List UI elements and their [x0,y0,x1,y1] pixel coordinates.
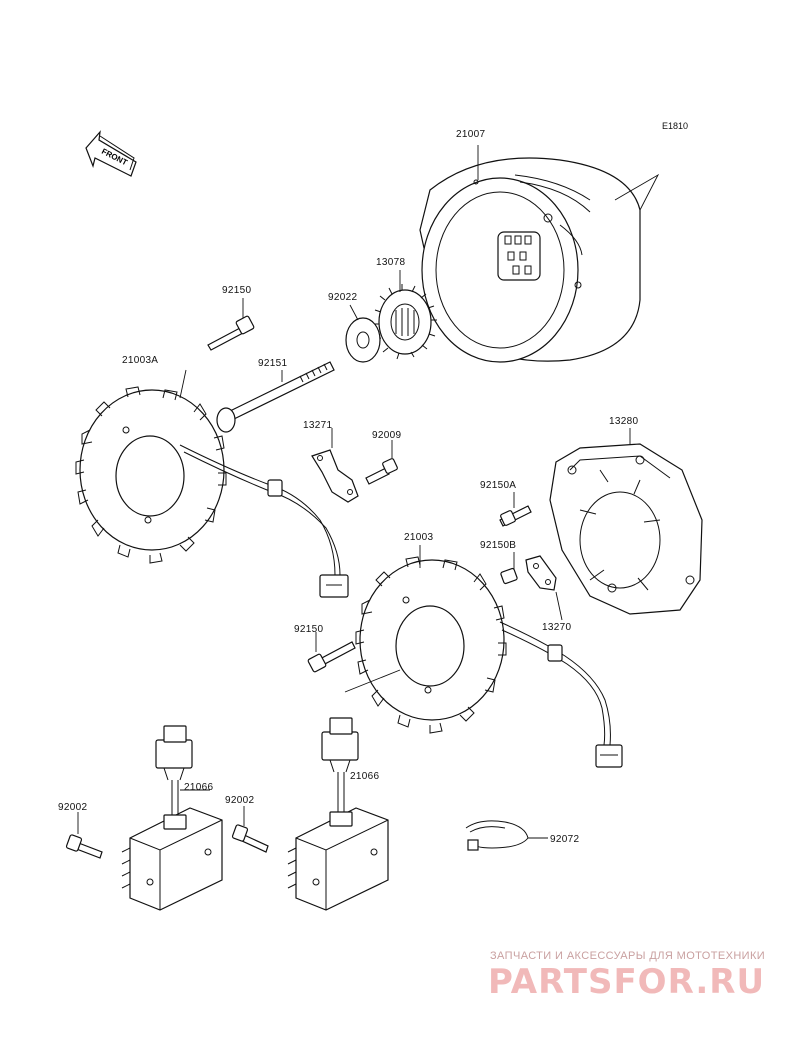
watermark-tagline: ЗАПЧАСТИ И АКСЕССУАРЫ ДЛЯ МОТОТЕХНИКИ [490,950,766,962]
regulator-21066-right[interactable] [287,717,389,911]
bolt-92150A[interactable] [499,492,532,527]
front-arrow-icon: FRONT [85,130,137,177]
label-13280: 13280 [609,416,638,427]
label-92151: 92151 [258,358,287,369]
washer-92022[interactable] [345,304,381,363]
label-13270: 13270 [542,622,571,633]
bolt-92150-top[interactable] [207,298,255,351]
label-21003: 21003 [404,532,433,543]
label-21066-right: 21066 [350,771,379,782]
bolt-92150B[interactable] [500,552,518,585]
regulator-21066-left[interactable] [121,725,223,911]
label-21007: 21007 [456,129,485,140]
screw-92009[interactable] [365,440,398,485]
bolt-92150-mid[interactable] [307,632,356,673]
plate-13270[interactable] [525,555,563,621]
stator-21003[interactable] [344,545,623,768]
label-13078: 13078 [376,257,405,268]
label-21066-left: 21066 [184,782,213,793]
label-92022: 92022 [328,292,357,303]
cover-13280[interactable] [549,428,703,615]
label-92150-top: 92150 [222,285,251,296]
stator-21003A[interactable] [75,369,349,598]
clamp-92072[interactable] [465,820,548,851]
label-92150-mid: 92150 [294,624,323,635]
bolt-92002-left[interactable] [65,812,103,859]
label-92072: 92072 [550,834,579,845]
diagram-code: E1810 [662,121,688,131]
label-92009: 92009 [372,430,401,441]
watermark-brand: PARTSFOR.RU [488,962,766,1002]
bolt-92002-right[interactable] [231,806,269,853]
label-21003A: 21003A [122,355,158,366]
label-92150A: 92150A [480,480,516,491]
label-92002-right: 92002 [225,795,254,806]
flywheel-21007[interactable] [419,145,660,363]
bolt-92151[interactable] [216,361,335,433]
label-92150B: 92150B [480,540,516,551]
gear-13078[interactable] [373,270,437,360]
label-13271: 13271 [303,420,332,431]
bracket-13271[interactable] [311,428,359,503]
label-92002-left: 92002 [58,802,87,813]
